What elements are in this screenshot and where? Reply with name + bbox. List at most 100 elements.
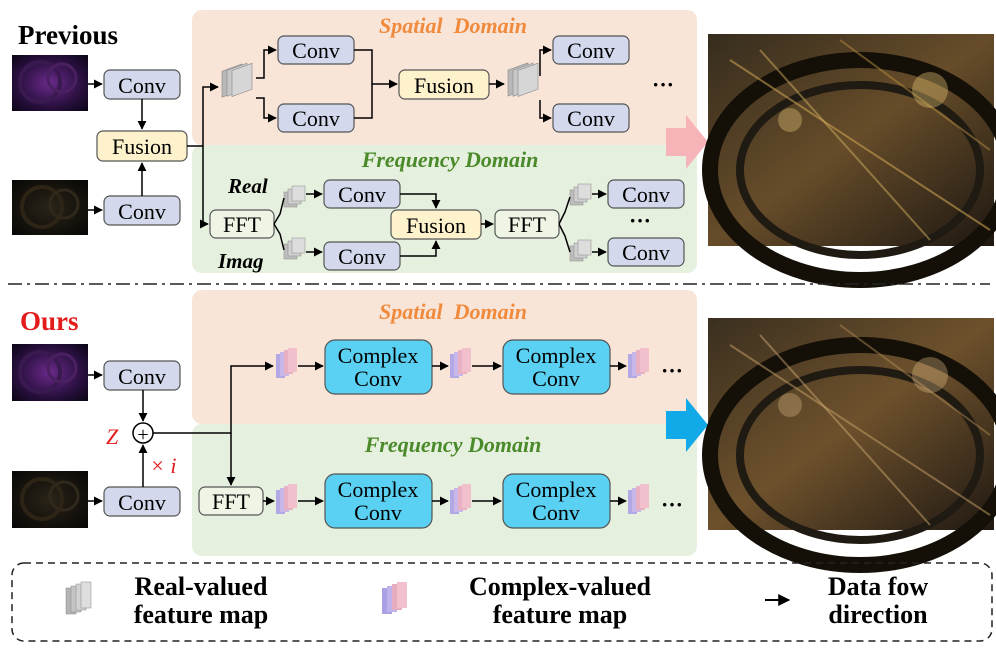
ours-conv-bottom: Conv (103, 486, 181, 517)
ours-output-image (702, 318, 996, 573)
ours-complex-feature-stack-3 (628, 348, 649, 378)
svg-text:FFT: FFT (223, 212, 261, 237)
svg-text:Conv: Conv (622, 182, 670, 207)
ours-complex-conv-4: Complex Conv (502, 473, 611, 529)
prev-spatial-dots: ··· (652, 72, 674, 97)
prev-freq-conv-3: Conv (607, 179, 685, 209)
prev-real-feature-stack-5 (569, 183, 592, 206)
ours-z-label: Z (106, 424, 119, 449)
prev-spatial-conv-1: Conv (277, 35, 355, 65)
svg-text:Complex: Complex (516, 343, 597, 368)
svg-text:Conv: Conv (292, 38, 340, 63)
prev-spatial-title: Spatial Domain (379, 13, 527, 38)
prev-fft-2: FFT (494, 209, 560, 239)
svg-text:Conv: Conv (118, 364, 166, 389)
prev-freq-conv-4: Conv (607, 237, 685, 267)
legend-complex-line2: feature map (493, 600, 628, 629)
prev-output-image (702, 34, 996, 288)
ours-complex-feature-stack-4 (276, 484, 297, 514)
svg-text:Fusion: Fusion (414, 73, 474, 98)
svg-text:Conv: Conv (118, 73, 166, 98)
svg-text:Complex: Complex (338, 477, 419, 502)
prev-freq-dots: ··· (629, 208, 651, 233)
ours-frequency-title: Frequency Domain (364, 432, 542, 457)
ours-complex-conv-1: Complex Conv (324, 339, 433, 395)
prev-frequency-title: Frequency Domain (361, 147, 539, 172)
legend-border (11, 562, 993, 642)
svg-text:Conv: Conv (338, 244, 386, 269)
svg-text:Conv: Conv (118, 490, 166, 515)
svg-text:Conv: Conv (532, 500, 580, 525)
ours-complex-feature-stack-6 (628, 484, 649, 514)
legend-real-feature-icon (65, 581, 92, 615)
dark-input-image (12, 180, 88, 235)
ours-output-arrow (666, 398, 708, 452)
prev-real-feature-stack-2 (507, 62, 539, 97)
prev-freq-conv-1: Conv (323, 179, 401, 209)
ours-frequency-dots: ··· (661, 492, 683, 517)
prev-real-label: Real (227, 174, 268, 198)
prev-real-feature-stack-4 (283, 237, 306, 260)
ours-spatial-dots: ··· (661, 358, 683, 383)
legend-flow-line2: direction (828, 600, 928, 629)
ours-title: Ours (20, 306, 79, 336)
prev-spatial-conv-2: Conv (277, 103, 355, 133)
legend-complex-line1: Complex-valued (469, 572, 652, 601)
ours-complex-feature-stack-1 (276, 348, 297, 378)
noisy-input-image (12, 55, 88, 111)
previous-section: Previous Conv Conv Fusion Spatial Do (12, 10, 996, 288)
legend: Real-valued feature map Complex-valued f… (11, 562, 993, 642)
svg-text:Conv: Conv (118, 199, 166, 224)
ours-fft: FFT (198, 486, 264, 516)
svg-text:Complex: Complex (338, 343, 419, 368)
prev-conv-top: Conv (103, 69, 181, 100)
prev-output-arrow (666, 115, 708, 169)
legend-complex-feature-icon (382, 582, 407, 614)
svg-text:+: + (137, 424, 148, 446)
ours-complex-feature-stack-5 (450, 484, 471, 514)
legend-real-line1: Real-valued (135, 572, 268, 601)
legend-flow-line1: Data fow (828, 572, 929, 601)
prev-conv-bottom: Conv (103, 195, 181, 226)
ours-plus-node: + (132, 422, 154, 446)
svg-text:Conv: Conv (292, 106, 340, 131)
svg-text:FFT: FFT (508, 212, 546, 237)
svg-text:Conv: Conv (567, 38, 615, 63)
prev-freq-conv-2: Conv (323, 241, 401, 271)
ours-conv-top: Conv (103, 360, 181, 391)
svg-text:Conv: Conv (622, 240, 670, 265)
prev-fft-1: FFT (209, 209, 275, 239)
legend-real-line2: feature map (134, 600, 269, 629)
svg-text:Conv: Conv (354, 366, 402, 391)
prev-fusion-left: Fusion (96, 130, 188, 162)
svg-text:Conv: Conv (338, 182, 386, 207)
ours-complex-conv-3: Complex Conv (324, 473, 433, 529)
prev-real-feature-stack-1 (221, 62, 253, 98)
ours-complex-conv-2: Complex Conv (502, 339, 611, 395)
svg-text:Fusion: Fusion (112, 134, 172, 159)
ours-section: Ours Conv Conv + Z × i Spatial Domain (12, 290, 996, 573)
ours-complex-feature-stack-2 (450, 348, 471, 378)
prev-imag-label: Imag (217, 249, 264, 273)
svg-text:Complex: Complex (516, 477, 597, 502)
previous-title: Previous (18, 20, 118, 50)
ours-times-i-label: × i (150, 453, 176, 478)
ours-arrows (88, 361, 627, 506)
prev-freq-fusion: Fusion (390, 209, 482, 240)
prev-frequency-panel (192, 145, 697, 273)
prev-spatial-fusion: Fusion (398, 69, 490, 100)
ours-noisy-input-image (12, 344, 88, 401)
prev-spatial-conv-3: Conv (552, 35, 630, 65)
prev-real-feature-stack-6 (569, 239, 592, 262)
ours-spatial-title: Spatial Domain (379, 299, 527, 324)
prev-real-feature-stack-3 (283, 185, 306, 208)
svg-text:Conv: Conv (567, 106, 615, 131)
svg-text:FFT: FFT (212, 489, 250, 514)
svg-text:Conv: Conv (532, 366, 580, 391)
prev-spatial-conv-4: Conv (552, 103, 630, 133)
prev-arrows (88, 45, 607, 257)
ours-dark-input-image (12, 471, 88, 528)
svg-text:Conv: Conv (354, 500, 402, 525)
svg-text:Fusion: Fusion (406, 213, 466, 238)
